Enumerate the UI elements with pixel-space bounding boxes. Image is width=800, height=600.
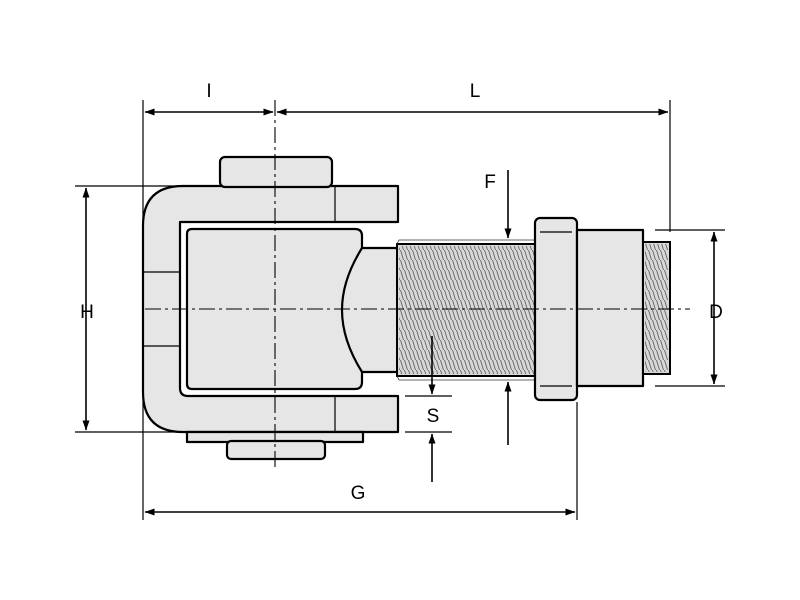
centre-lines (143, 100, 690, 470)
label-d: D (709, 302, 723, 323)
label-h: H (80, 302, 94, 323)
end-thread (642, 241, 671, 375)
bolt-neck (340, 246, 400, 374)
label-f: F (484, 172, 496, 193)
label-i: I (206, 81, 211, 102)
dimension-lines (82, 108, 718, 516)
top-pin-cap (218, 155, 334, 189)
hinge-strap (141, 184, 400, 434)
bottom-pin-cap (225, 439, 327, 461)
bolt-body (575, 228, 645, 388)
label-l: L (470, 81, 481, 102)
threaded-shaft (396, 239, 538, 381)
label-s: S (427, 406, 440, 427)
label-g: G (351, 483, 366, 504)
